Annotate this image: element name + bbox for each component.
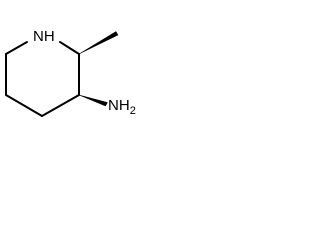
structure-canvas: NH NH2 bbox=[0, 0, 154, 132]
wedge-bond-amine bbox=[78, 94, 108, 107]
bond-n1-c2 bbox=[59, 41, 80, 55]
bond-c4-c5 bbox=[5, 94, 43, 117]
amine-label: NH2 bbox=[108, 97, 136, 117]
bond-c6-n1 bbox=[5, 41, 28, 55]
bond-c3-c4 bbox=[41, 94, 80, 117]
ring-nitrogen-label: NH bbox=[33, 28, 55, 45]
wedge-bond-methyl bbox=[78, 31, 119, 55]
molecule-drawing: NH NH2 bbox=[5, 28, 136, 117]
